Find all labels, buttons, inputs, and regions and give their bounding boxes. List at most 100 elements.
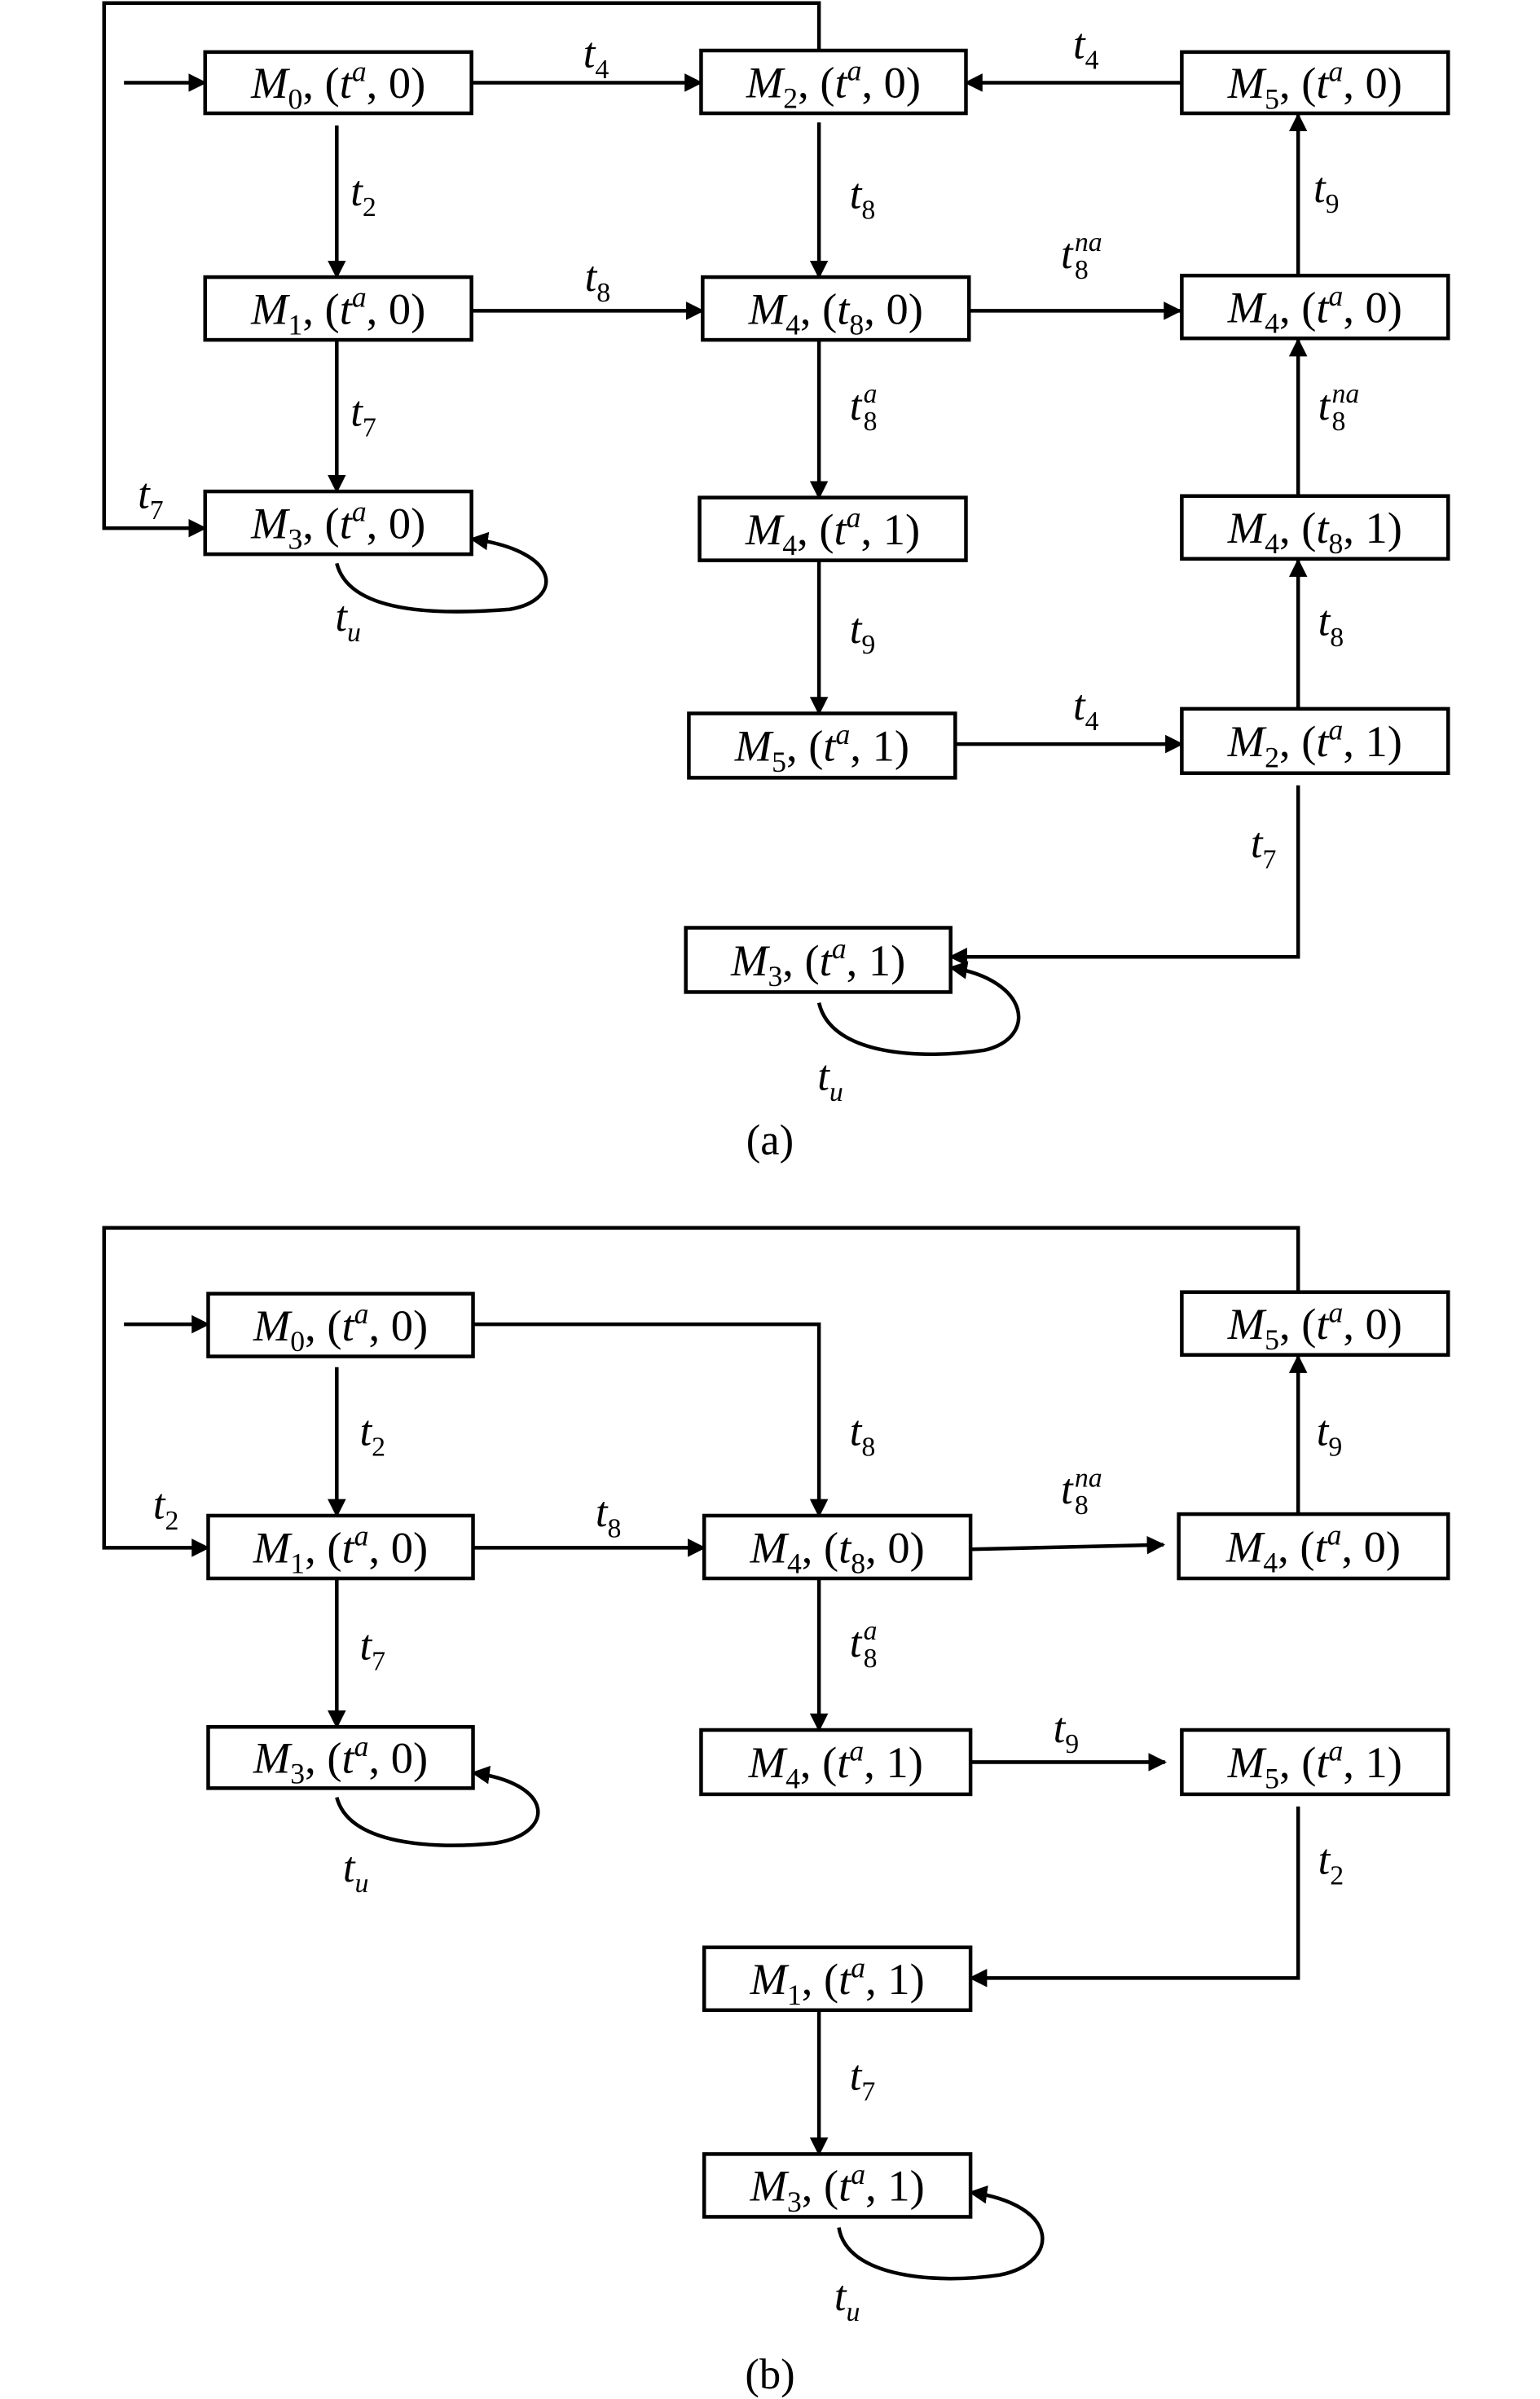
marking-symbol: M: [1227, 1299, 1267, 1349]
separator: , (: [802, 2161, 838, 2211]
transition-superscript: a: [352, 495, 367, 528]
counter-value: 1: [1366, 503, 1388, 552]
state-node-a0: M0, (ta, 0): [203, 50, 473, 115]
state-label: M2, (ta, 0): [746, 55, 921, 115]
marking-index: 0: [290, 1325, 305, 1358]
transition-superscript: a: [354, 1730, 369, 1763]
transition-superscript: na: [1075, 1463, 1102, 1493]
marking-symbol: M: [1227, 503, 1267, 552]
transition-symbol: t: [359, 1622, 372, 1670]
counter-value: 0: [1366, 58, 1388, 108]
separator: ): [413, 1733, 428, 1783]
transition-symbol: t: [1073, 20, 1086, 68]
separator: ): [910, 1954, 925, 2004]
separator: , (: [302, 284, 339, 333]
transition-label-f3: t2: [153, 1481, 179, 1536]
transition-symbol: t: [817, 1053, 830, 1100]
transition-subscript: 7: [861, 2077, 875, 2107]
separator: , (: [782, 935, 819, 985]
counter-value: 0: [1366, 1299, 1388, 1349]
transition-superscript: a: [832, 932, 847, 965]
counter-value: 1: [869, 935, 891, 985]
transition-symbol: t: [1314, 1521, 1328, 1571]
state-node-b5b: M5, (ta, 1): [1180, 1728, 1450, 1797]
transition-arrow-e17: [816, 961, 1021, 1056]
state-label: M4, (ta, 0): [1227, 280, 1402, 340]
transition-subscript: 8: [596, 278, 610, 308]
transition-symbol: t: [837, 1737, 851, 1787]
marking-symbol: M: [250, 284, 290, 333]
separator: ): [1388, 716, 1402, 766]
separator: , (: [800, 1737, 837, 1787]
transition-superscript: a: [1328, 1735, 1343, 1767]
transition-symbol: t: [340, 58, 354, 108]
transition-label-e9: t7: [138, 471, 164, 526]
transition-superscript: a: [864, 379, 878, 409]
separator: , (: [802, 1522, 838, 1572]
state-node-b1: M1, (ta, 0): [206, 1513, 475, 1581]
marking-symbol: M: [1227, 282, 1267, 332]
counter-value: 0: [1366, 282, 1388, 332]
transition-symbol: t: [850, 2052, 863, 2099]
separator: ): [905, 504, 920, 554]
separator: ,: [1343, 716, 1365, 766]
transition-label-e13: t9: [850, 605, 876, 660]
counter-value: 0: [391, 1522, 413, 1572]
transition-symbol: t: [1316, 1299, 1330, 1349]
transition-subscript: 4: [595, 55, 609, 85]
transition-label-e3: t2: [350, 168, 376, 222]
marking-index: 3: [787, 2186, 802, 2218]
state-label: M3, (ta, 1): [750, 2158, 925, 2218]
separator: ): [411, 284, 425, 333]
counter-value: 0: [887, 1522, 909, 1572]
marking-index: 4: [787, 1547, 802, 1579]
state-label: M4, (t8, 0): [750, 1522, 925, 1579]
state-node-a5: M5, (ta, 0): [1180, 50, 1450, 115]
counter-value: 0: [391, 1301, 413, 1350]
transition-label-f2: t2: [359, 1408, 385, 1463]
transition-label-f4: t8: [596, 1489, 622, 1543]
transition-subscript: 7: [363, 412, 376, 442]
transition-subscript: 8: [849, 309, 864, 341]
marking-symbol: M: [253, 1522, 293, 1572]
transition-label-e5: t8: [585, 253, 611, 308]
marking-index: 4: [785, 1762, 800, 1794]
transition-symbol: t: [596, 1489, 609, 1536]
transition-symbol: t: [342, 1522, 356, 1572]
transition-superscript: a: [849, 1735, 864, 1767]
state-label: M0, (ta, 0): [253, 1297, 428, 1358]
transition-symbol: t: [838, 1522, 852, 1572]
transition-subscript: 8: [864, 407, 878, 437]
state-node-a1: M1, (ta, 0): [203, 275, 473, 342]
state-label: M3, (ta, 0): [253, 1730, 428, 1790]
transition-label-f13: tu: [834, 2273, 860, 2327]
state-label: M3, (ta, 0): [250, 495, 425, 556]
transition-symbol: t: [342, 1301, 356, 1350]
separator: , (: [1279, 503, 1316, 552]
separator: ,: [1343, 58, 1365, 108]
transition-label-e7: t9: [1313, 165, 1340, 219]
state-box: [699, 1728, 973, 1797]
transition-symbol: t: [838, 2161, 852, 2211]
transition-superscript: a: [1328, 280, 1343, 312]
transition-label-f10: t9: [1054, 1705, 1080, 1759]
state-node-b3b: M3, (ta, 1): [702, 2152, 973, 2219]
marking-index: 4: [785, 309, 800, 341]
marking-symbol: M: [253, 1733, 293, 1783]
transition-label-e2: t4: [1073, 20, 1099, 75]
state-node-b1b: M1, (ta, 1): [702, 1945, 973, 2013]
transition-subscript: u: [354, 1869, 368, 1899]
marking-symbol: M: [250, 498, 290, 548]
marking-index: 5: [772, 746, 786, 778]
transition-symbol: t: [820, 935, 834, 985]
transition-symbol: t: [1318, 598, 1331, 645]
transition-symbol: t: [1061, 1466, 1074, 1513]
separator: ): [1388, 503, 1402, 552]
counter-value: 0: [887, 284, 909, 333]
transition-superscript: a: [352, 55, 367, 88]
transition-symbol: t: [850, 171, 863, 218]
transition-subscript: 8: [1332, 407, 1346, 437]
